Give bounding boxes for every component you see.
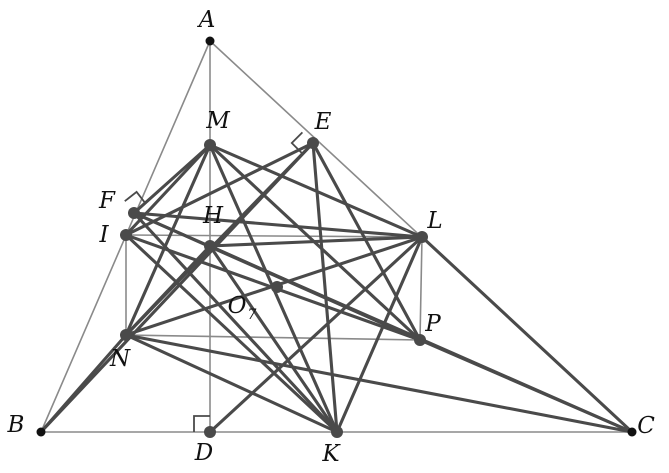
- point-I[interactable]: [120, 229, 132, 241]
- point-L[interactable]: [416, 231, 428, 243]
- dark-segments-group: [39, 141, 634, 434]
- segment-BN: [39, 333, 128, 434]
- segment-IL: [125, 234, 423, 238]
- label-D: D: [194, 440, 213, 466]
- segment-NK: [124, 333, 339, 434]
- point-N[interactable]: [120, 329, 132, 341]
- label-F: F: [98, 188, 116, 214]
- label-M: M: [205, 108, 231, 134]
- segment-FK: [132, 211, 339, 434]
- segment-MN: [124, 143, 212, 337]
- label-O7-subscript: 7: [247, 307, 256, 323]
- label-C: C: [637, 413, 655, 439]
- label-P: P: [424, 311, 441, 337]
- right-angle-F: [124, 190, 147, 205]
- point-O7[interactable]: [271, 281, 283, 293]
- segment-FL: [132, 211, 424, 239]
- segment-MI: [124, 143, 212, 237]
- point-B[interactable]: [36, 427, 46, 437]
- right-angle-marks-group: [124, 131, 304, 432]
- segment-LP: [419, 236, 423, 341]
- segment-DL: [208, 235, 424, 434]
- point-labels-group: A B C D E F H I K L M N P O7: [7, 7, 656, 467]
- segment-HL: [208, 235, 424, 248]
- segment-IK: [124, 233, 339, 434]
- point-P[interactable]: [414, 334, 426, 346]
- segment-IE: [124, 141, 315, 237]
- point-F[interactable]: [128, 207, 140, 219]
- point-K[interactable]: [331, 426, 343, 438]
- right-angle-E: [290, 131, 304, 155]
- label-E: E: [314, 109, 332, 135]
- label-B: B: [7, 412, 25, 438]
- points-group: [36, 36, 637, 438]
- segment-KL: [335, 235, 424, 434]
- segment-LC: [420, 235, 634, 434]
- segment-FP: [132, 211, 422, 342]
- segment-PC: [418, 338, 634, 434]
- segment-MF: [132, 143, 212, 215]
- point-H[interactable]: [204, 240, 216, 252]
- point-D[interactable]: [204, 426, 216, 438]
- label-L: L: [426, 208, 442, 234]
- segment-KH: [208, 244, 339, 434]
- label-A: A: [197, 7, 216, 33]
- label-N: N: [109, 346, 131, 372]
- point-C[interactable]: [627, 427, 637, 437]
- right-angle-D: [193, 415, 210, 432]
- label-K: K: [321, 441, 341, 467]
- point-M[interactable]: [204, 139, 216, 151]
- segment-KE: [311, 141, 339, 434]
- point-E[interactable]: [307, 137, 319, 149]
- label-O7: O7: [228, 293, 257, 323]
- point-A[interactable]: [205, 36, 215, 46]
- label-H: H: [202, 203, 224, 229]
- segment-EP: [311, 141, 422, 342]
- label-I: I: [98, 222, 109, 248]
- segment-NC: [124, 333, 634, 434]
